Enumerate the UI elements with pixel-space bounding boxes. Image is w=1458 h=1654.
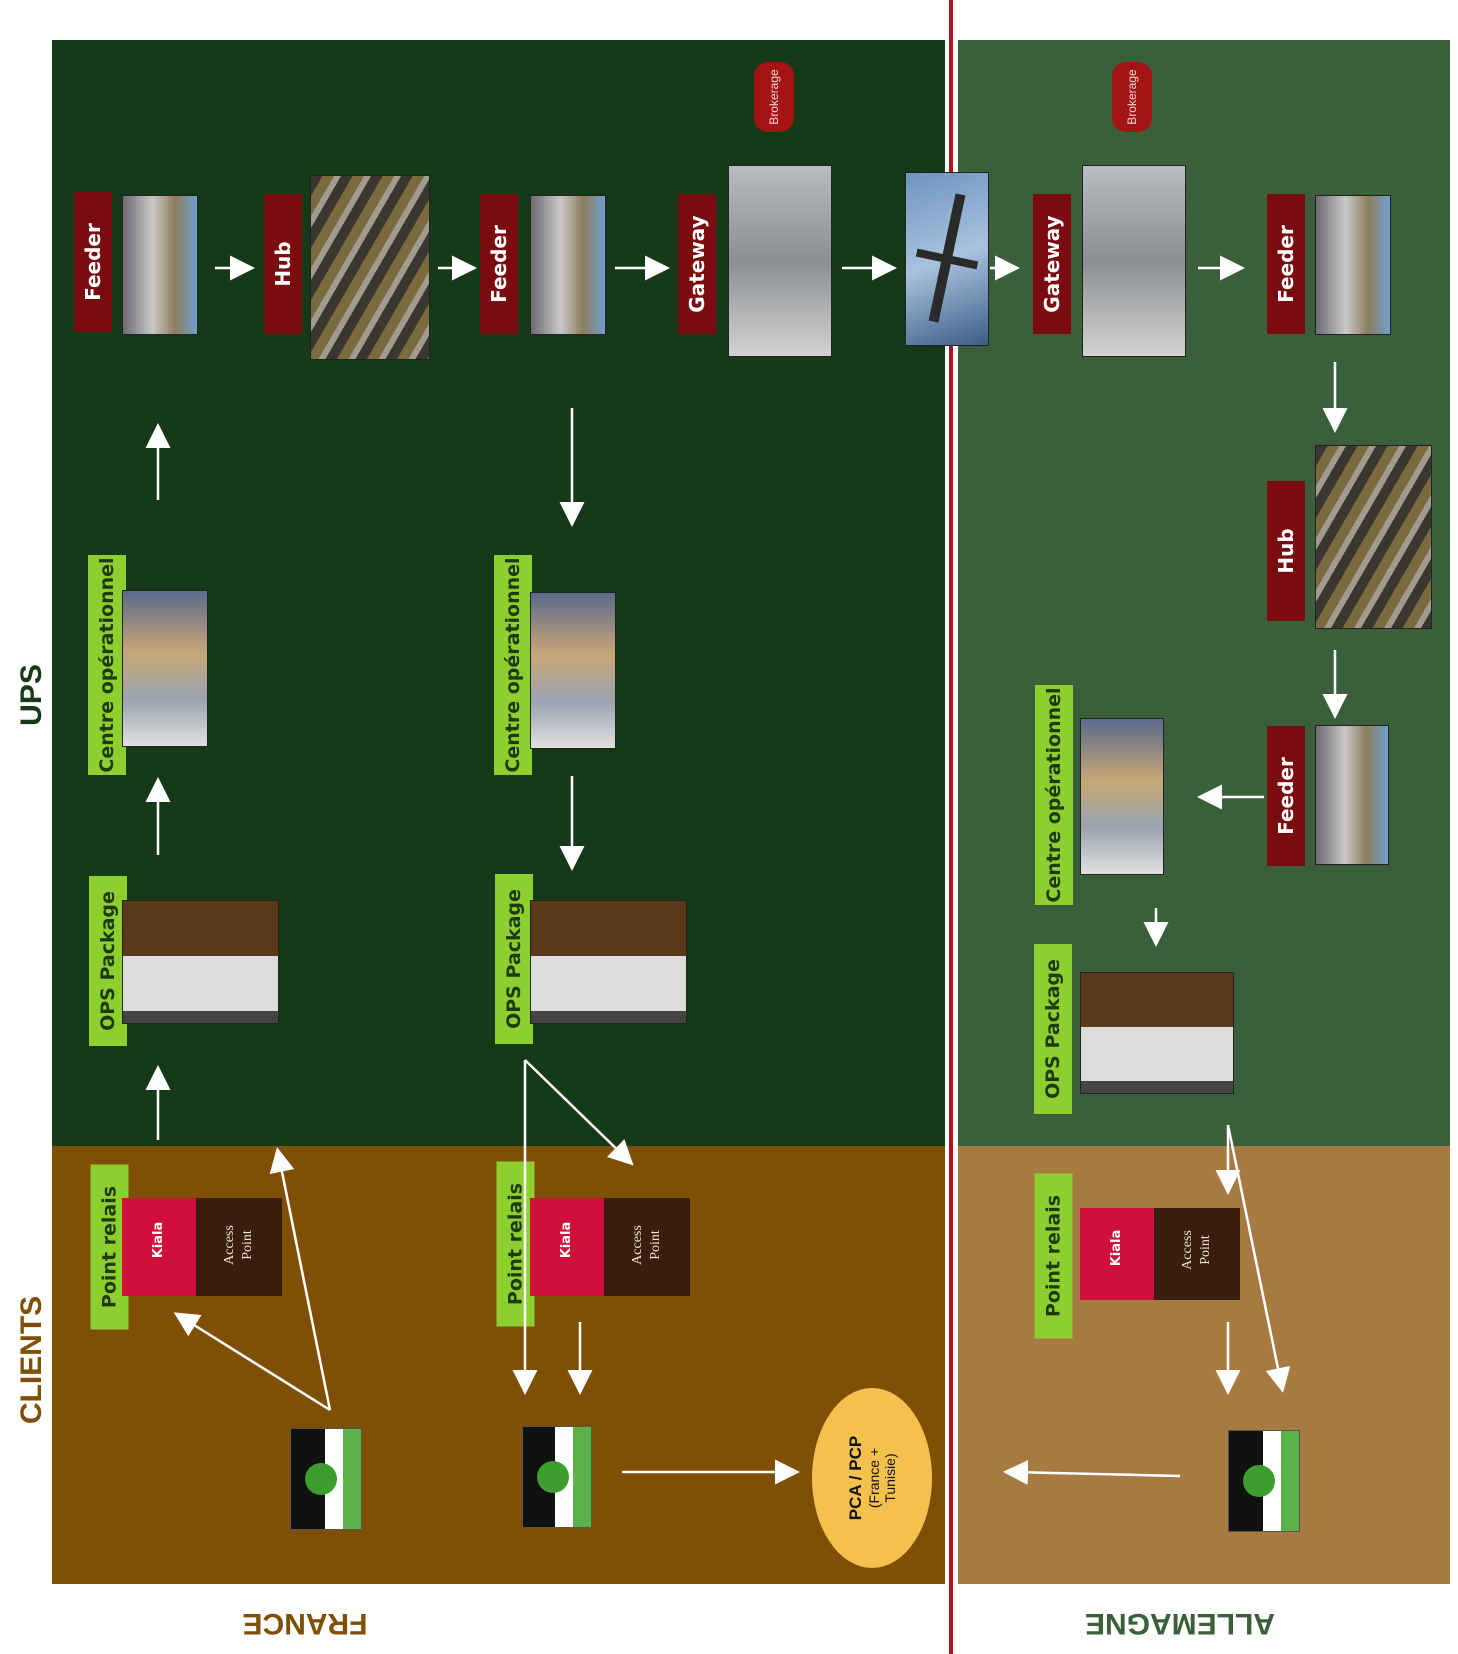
feeder-label-2: Feeder	[480, 194, 518, 334]
gateway-photo-de	[1082, 165, 1186, 357]
pca-line2: (France +	[866, 1436, 882, 1520]
brokerage-badge: Brokerage	[754, 62, 794, 132]
allemagne-header: ALLEMAGNE	[1085, 1600, 1275, 1640]
package-car-photo	[122, 900, 279, 1024]
clients-header: CLIENTS	[15, 1290, 55, 1430]
point-relais-label-de: Point relais	[1035, 1174, 1073, 1339]
feeder-label-de: Feeder	[1267, 194, 1305, 334]
pca-line3: Tunisie)	[882, 1436, 898, 1520]
centre-label-de: Centre opérationnel	[1035, 685, 1073, 905]
pca-title: PCA / PCP	[846, 1436, 866, 1520]
airplane-photo	[905, 172, 989, 346]
brokerage-badge-de: Brokerage	[1112, 62, 1152, 132]
client-shop-card-de	[1228, 1430, 1300, 1532]
feeder-truck-photo-de-2	[1315, 725, 1389, 865]
centre-label: Centre opérationnel	[88, 555, 126, 775]
client-shop-card-2	[522, 1426, 592, 1528]
feeder-truck-photo-de	[1315, 195, 1391, 335]
package-car-photo-de	[1080, 972, 1234, 1094]
ops-package-label-de: OPS Package	[1034, 944, 1072, 1114]
hub-photo-de	[1315, 445, 1432, 629]
sorting-center-photo	[122, 590, 208, 747]
feeder-truck-photo-2	[530, 195, 606, 335]
gateway-label: Gateway	[678, 194, 716, 334]
point-relais-label-2: Point relais	[497, 1162, 535, 1327]
hub-label: Hub	[264, 194, 302, 334]
feeder-label-de-2: Feeder	[1267, 726, 1305, 866]
ups-header: UPS	[15, 655, 55, 735]
gateway-photo	[728, 165, 832, 357]
gateway-label-de: Gateway	[1033, 194, 1071, 334]
ops-package-label-2: OPS Package	[495, 874, 533, 1044]
pca-pcp-ellipse: PCA / PCP (France + Tunisie)	[812, 1388, 932, 1568]
kiala-text: Kiala	[139, 1220, 179, 1260]
kiala-text-de: Kiala	[1097, 1228, 1137, 1268]
feeder-label: Feeder	[74, 192, 112, 332]
package-car-photo-2	[530, 900, 687, 1024]
hub-photo	[310, 175, 430, 360]
sorting-center-photo-2	[530, 592, 616, 749]
centre-label-2: Centre opérationnel	[494, 555, 532, 775]
france-header: FRANCE	[230, 1600, 380, 1640]
sorting-center-photo-de	[1080, 718, 1164, 875]
kiala-text-2: Kiala	[547, 1220, 587, 1260]
client-shop-card	[290, 1428, 362, 1530]
feeder-truck-photo	[122, 195, 198, 335]
hub-label-de: Hub	[1267, 481, 1305, 621]
